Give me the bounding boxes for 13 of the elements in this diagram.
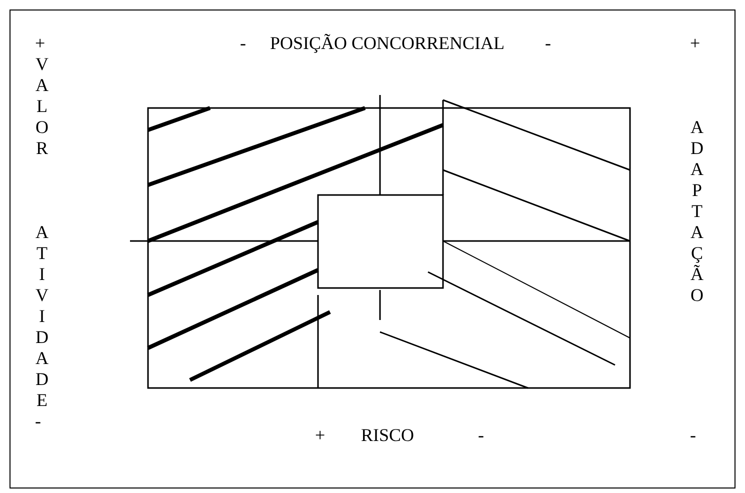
axis-title: A T I V I D A D E [35, 222, 49, 411]
axis-title: A D A P T A Ç Ã O [690, 117, 704, 306]
axis-title: RISCO [361, 425, 414, 446]
minus-sign: - [240, 33, 246, 54]
plus-sign: + [35, 33, 46, 54]
minus-sign: - [35, 411, 41, 432]
plus-sign: + [690, 33, 700, 54]
plus-sign: + [315, 425, 326, 446]
axis-title: POSIÇÃO CONCORRENCIAL [270, 33, 505, 54]
minus-sign: - [545, 33, 551, 54]
minus-sign: - [478, 425, 484, 446]
minus-sign: - [690, 425, 696, 446]
axis-title: V A L O R [35, 54, 49, 159]
